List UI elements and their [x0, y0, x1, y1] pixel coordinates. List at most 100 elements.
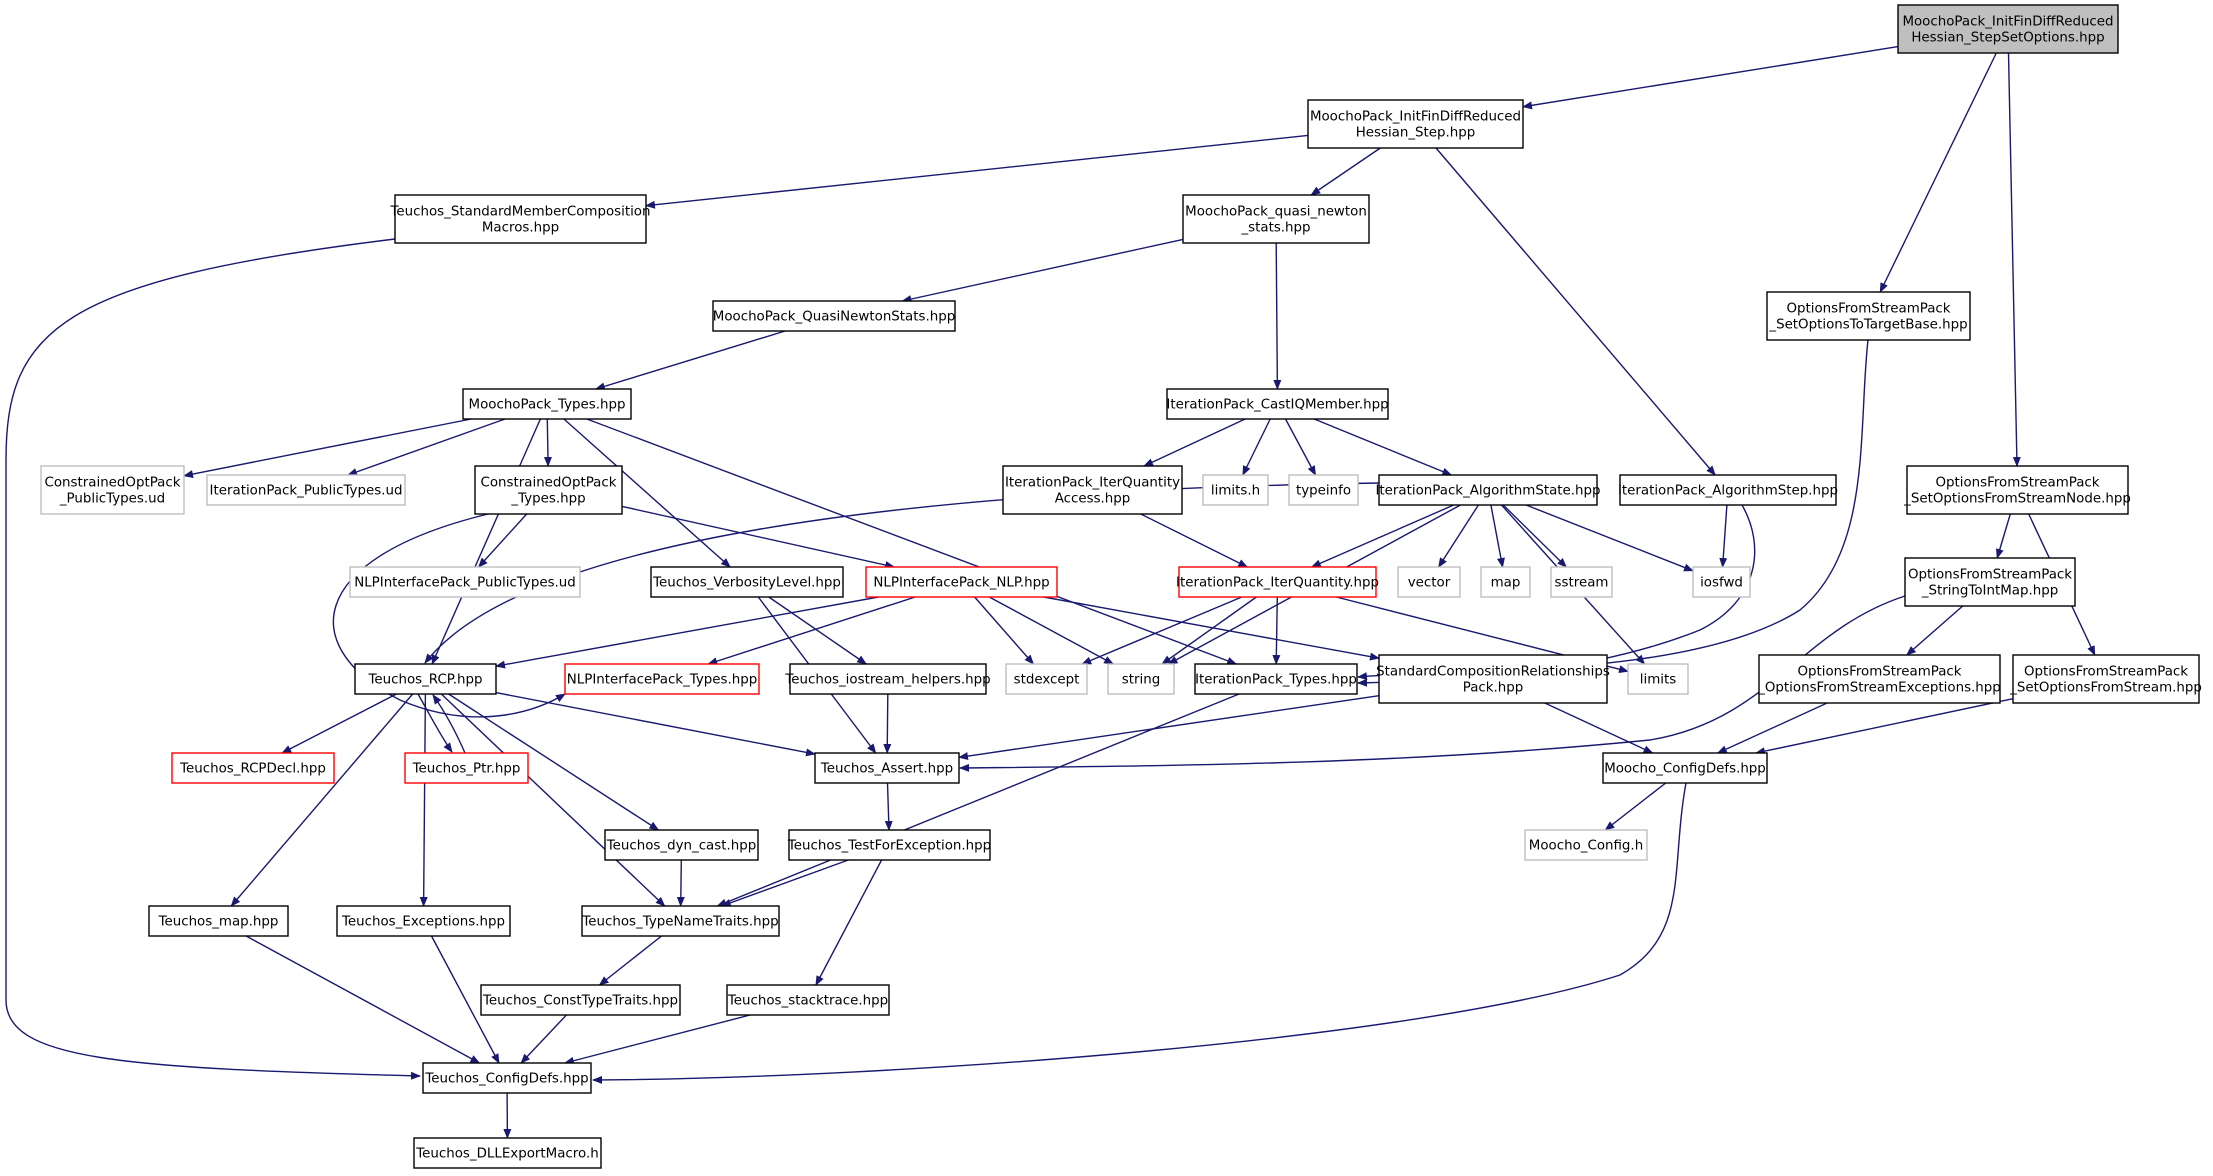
node-strToInt[interactable]: OptionsFromStreamPack_StringToIntMap.hpp: [1904, 557, 2076, 607]
edge-rcp-to-dynCast: [448, 693, 660, 831]
edge-optExc-to-moochoCfgDefs: [1716, 702, 1828, 754]
node-box-rcpDecl: [171, 752, 335, 784]
node-cfgDefs[interactable]: Teuchos_ConfigDefs.hpp: [422, 1062, 592, 1094]
node-qnStats[interactable]: MoochoPack_quasi_newton_stats.hpp: [1182, 194, 1370, 244]
node-sstream: sstream: [1550, 566, 1613, 598]
node-setOptNode[interactable]: OptionsFromStreamPack_SetOptionsFromStre…: [1903, 465, 2131, 515]
edge-mpTypes-to-ipPublic: [347, 418, 506, 476]
edge-rcp-to-rcpDecl: [281, 693, 397, 754]
node-dynCast[interactable]: Teuchos_dyn_cast.hpp: [604, 829, 759, 861]
node-vector: vector: [1397, 566, 1461, 598]
node-iosfwd: iosfwd: [1692, 566, 1751, 598]
node-box-nlp: [865, 566, 1058, 598]
edge-rcp-to-assert: [495, 691, 816, 757]
edge-iterQuantity-to-ipTypes: [1272, 596, 1281, 665]
node-label-iterQuantity: IterationPack_IterQuantity.hpp: [1176, 576, 1379, 591]
node-label-root-line1: MoochoPack_InitFinDiffReduced: [1902, 15, 2113, 30]
node-nlp[interactable]: NLPInterfacePack_NLP.hpp: [865, 566, 1058, 598]
node-box-ptr: [404, 752, 529, 784]
edge-constType-to-cfgDefs: [520, 1014, 567, 1064]
node-rcp[interactable]: Teuchos_RCP.hpp: [354, 663, 497, 695]
edge-mpTypes-to-rcp: [431, 418, 542, 665]
edge-strToInt-to-optExc: [1906, 605, 1964, 656]
node-box-qnStats: [1182, 194, 1370, 244]
node-label-setOptNode-line2: _SetOptionsFromStreamNode.hpp: [1903, 492, 2131, 507]
node-label-nlp: NLPInterfacePack_NLP.hpp: [873, 576, 1049, 591]
edge-setOptBase-to-ipTypes: [1357, 339, 1869, 681]
node-box-cfgDefs: [422, 1062, 592, 1094]
node-box-testExc: [788, 829, 991, 861]
edge-castIQ-to-limitsH: [1242, 418, 1271, 476]
node-nlpPublic: NLPInterfacePack_PublicTypes.ud: [349, 566, 581, 598]
node-iterQuantity[interactable]: IterationPack_IterQuantity.hpp: [1176, 566, 1379, 598]
node-exceptions[interactable]: Teuchos_Exceptions.hpp: [336, 905, 511, 937]
edge-typeName-to-constType: [598, 935, 662, 986]
node-box-typeinfo: [1288, 474, 1359, 506]
edge-qnStats-to-qnStatsHpp: [901, 238, 1184, 303]
node-label-iqAccess-line1: IterationPack_IterQuantity: [1005, 476, 1180, 491]
node-algStep[interactable]: IterationPack_AlgorithmStep.hpp: [1618, 474, 1838, 506]
node-label-copPublic-line1: ConstrainedOptPack: [45, 476, 181, 491]
node-label-ipTypes: IterationPack_Types.hpp: [1195, 673, 1357, 688]
node-constType[interactable]: Teuchos_ConstTypeTraits.hpp: [480, 984, 681, 1016]
node-label-limits: limits: [1640, 673, 1676, 688]
node-label-qnStats-line1: MoochoPack_quasi_newton: [1185, 205, 1367, 220]
node-moochoCfgDefs[interactable]: Moocho_ConfigDefs.hpp: [1602, 752, 1768, 784]
node-box-rcp: [354, 663, 497, 695]
node-initStep[interactable]: MoochoPack_InitFinDiffReducedHessian_Ste…: [1307, 99, 1524, 149]
node-label-stdComp-line1: StandardCompositionRelationships: [1376, 665, 1610, 680]
node-rcpDecl[interactable]: Teuchos_RCPDecl.hpp: [171, 752, 335, 784]
node-algState[interactable]: IterationPack_AlgorithmState.hpp: [1375, 474, 1601, 506]
node-mpTypes[interactable]: MoochoPack_Types.hpp: [462, 388, 632, 420]
node-castIQ[interactable]: IterationPack_CastIQMember.hpp: [1166, 388, 1389, 420]
node-iostreamHelpers[interactable]: Teuchos_iostream_helpers.hpp: [784, 663, 991, 695]
edge-mapHpp-to-cfgDefs: [245, 935, 481, 1064]
node-setOptStream[interactable]: OptionsFromStreamPack_SetOptionsFromStre…: [2009, 654, 2202, 704]
node-testExc[interactable]: Teuchos_TestForException.hpp: [787, 829, 991, 861]
node-assert[interactable]: Teuchos_Assert.hpp: [814, 752, 960, 784]
node-label-copTypes-line1: ConstrainedOptPack: [481, 476, 617, 491]
node-label-qnStats-line2: _stats.hpp: [1240, 221, 1310, 236]
edge-exceptions-to-cfgDefs: [430, 935, 500, 1064]
node-label-typeName: Teuchos_TypeNameTraits.hpp: [581, 915, 778, 930]
node-verbosity[interactable]: Teuchos_VerbosityLevel.hpp: [650, 566, 844, 598]
edge-mpTypes-to-verbosity: [563, 418, 731, 568]
node-nlpTypes[interactable]: NLPInterfacePack_Types.hpp: [564, 663, 760, 695]
node-optExc[interactable]: OptionsFromStreamPack_OptionsFromStreamE…: [1757, 654, 2001, 704]
node-dllExport[interactable]: Teuchos_DLLExportMacro.h: [413, 1137, 602, 1169]
node-root[interactable]: MoochoPack_InitFinDiffReducedHessian_Ste…: [1897, 4, 2119, 54]
node-stdMember[interactable]: Teuchos_StandardMemberCompositionMacros.…: [390, 194, 651, 244]
edge-nlp-to-stdComp: [1043, 596, 1380, 661]
node-box-ipPublic: [206, 474, 406, 506]
node-box-optExc: [1758, 654, 2001, 704]
edge-testExc-to-typeName: [720, 859, 849, 907]
node-label-moochoCfgDefs: Moocho_ConfigDefs.hpp: [1604, 762, 1766, 777]
node-box-stdexcept: [1005, 663, 1088, 695]
node-box-vector: [1397, 566, 1461, 598]
edge-initStep-to-stdMember: [645, 134, 1309, 209]
node-label-dllExport: Teuchos_DLLExportMacro.h: [415, 1147, 598, 1162]
node-typeinfo: typeinfo: [1288, 474, 1359, 506]
node-copTypes[interactable]: ConstrainedOptPack_Types.hpp: [474, 465, 623, 515]
node-qnStatsHpp[interactable]: MoochoPack_QuasiNewtonStats.hpp: [712, 300, 956, 332]
node-box-mapHpp: [148, 905, 289, 937]
node-stacktrace[interactable]: Teuchos_stacktrace.hpp: [726, 984, 890, 1016]
edge-copTypes-to-nlp: [621, 505, 896, 569]
node-mapHpp[interactable]: Teuchos_map.hpp: [148, 905, 289, 937]
edge-rcp-to-mapHpp: [230, 693, 414, 907]
node-ipTypes[interactable]: IterationPack_Types.hpp: [1194, 663, 1358, 695]
node-label-vector: vector: [1408, 576, 1451, 591]
edge-nlp-to-string: [988, 596, 1115, 665]
node-setOptBase[interactable]: OptionsFromStreamPack_SetOptionsToTarget…: [1766, 291, 1971, 341]
node-label-stdMember-line2: Macros.hpp: [482, 221, 559, 236]
node-typeName[interactable]: Teuchos_TypeNameTraits.hpp: [581, 905, 780, 937]
node-label-typeinfo: typeinfo: [1296, 484, 1351, 499]
node-label-stdMember-line1: Teuchos_StandardMemberComposition: [390, 205, 651, 220]
node-box-map: [1480, 566, 1531, 598]
node-label-mapHpp: Teuchos_map.hpp: [158, 915, 279, 930]
node-ptr[interactable]: Teuchos_Ptr.hpp: [404, 752, 529, 784]
node-box-dynCast: [604, 829, 759, 861]
edge-rcp-to-typeName: [440, 693, 666, 907]
